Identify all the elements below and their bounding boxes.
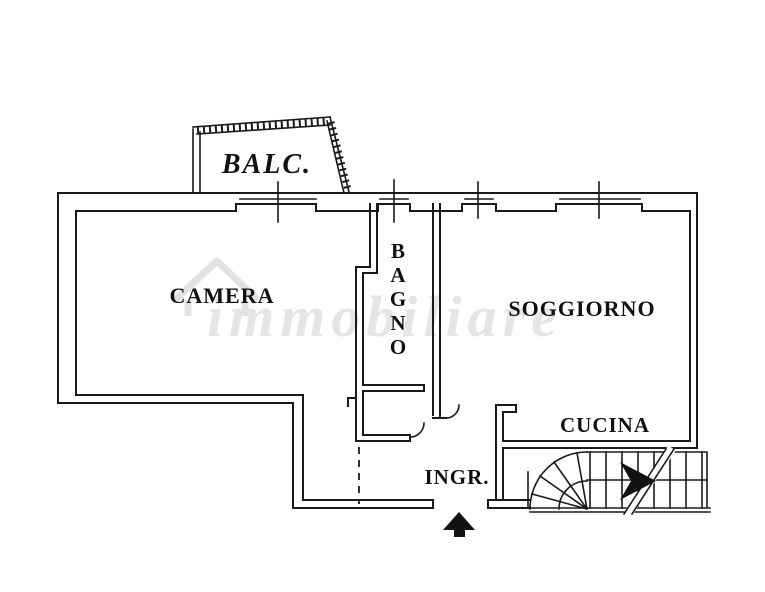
room-label-balcony: BALC. — [221, 149, 312, 180]
door-swing-arc-niche — [409, 422, 425, 438]
watermark-house-icon — [172, 257, 261, 316]
stairs — [527, 445, 711, 517]
window-icon-kitchen — [559, 181, 641, 219]
svg-text:B: B — [391, 239, 405, 263]
stairs-direction-arrow-icon — [620, 462, 656, 500]
door-swing-arc-living-room — [445, 404, 460, 419]
windows — [239, 179, 641, 223]
svg-text:N: N — [390, 311, 405, 335]
window-icon-bedroom — [239, 181, 317, 223]
svg-text:G: G — [390, 287, 406, 311]
entrance-arrow-icon — [443, 512, 475, 537]
room-label-bathroom: B A G N O — [390, 239, 407, 359]
svg-text:A: A — [390, 263, 406, 287]
window-icon-living-room — [464, 181, 494, 219]
window-icon-bathroom — [379, 179, 409, 223]
interior-walls — [347, 203, 698, 509]
balcony: BALC. — [192, 116, 352, 194]
watermark: immobiliare — [172, 257, 563, 349]
exterior-walls — [57, 192, 698, 509]
room-label-kitchen: CUCINA — [560, 413, 650, 437]
balcony-railing-top — [196, 117, 329, 134]
svg-text:O: O — [390, 335, 406, 359]
room-label-entrance: INGR. — [424, 465, 489, 489]
watermark-text: immobiliare — [207, 284, 563, 349]
room-label-bedroom: CAMERA — [170, 283, 275, 308]
room-label-living-room: SOGGIORNO — [508, 296, 655, 321]
stairs-winders — [529, 451, 589, 511]
